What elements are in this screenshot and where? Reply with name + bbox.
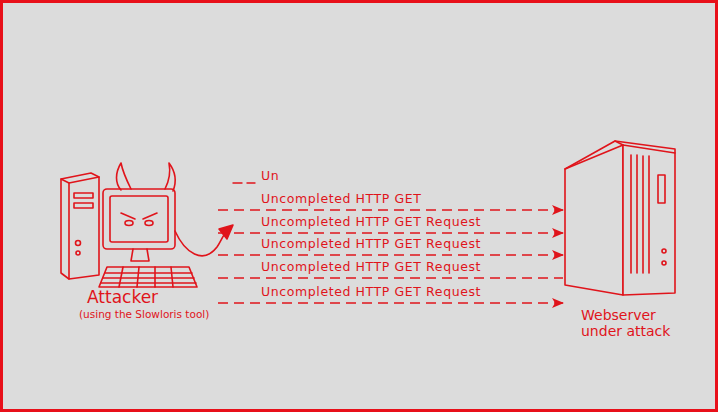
monitor [103,163,233,261]
attacker-node: Attacker (using the Slowloris tool) [75,153,214,321]
request-arrow [218,209,563,211]
request-label: Uncompleted HTTP GET Request [261,285,481,299]
illustration [3,3,718,412]
request-label: Uncompleted HTTP GET Request [261,260,481,274]
server-tower [565,141,675,295]
request-label: Uncompleted HTTP GET [261,192,422,206]
partial-request-line [233,182,255,183]
request-label: Uncompleted HTTP GET Request [261,237,481,251]
computer-tower [61,173,99,279]
connector-layer [3,3,718,412]
request-arrow [218,232,563,234]
request-arrow [218,302,563,304]
node-title: Attacker [87,288,214,307]
node-subtitle: (using the Slowloris tool) [79,309,214,321]
partial-request-label: Un [261,169,279,183]
server-node: Webserver under attack [563,153,691,339]
request-label: Uncompleted HTTP GET Request [261,215,481,229]
node-title: Webserver under attack [581,308,687,339]
request-arrow [218,277,563,279]
keyboard [99,267,197,287]
request-arrow [218,254,563,256]
